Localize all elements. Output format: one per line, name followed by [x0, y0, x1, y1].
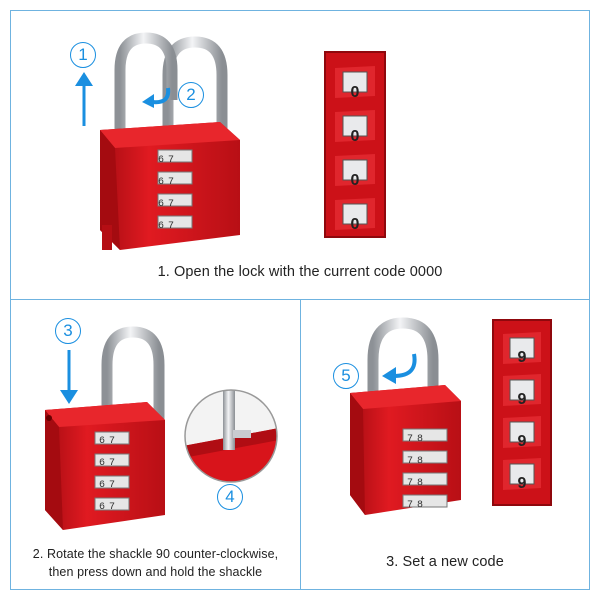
shackle-closeup-inset	[184, 389, 278, 483]
padlock-new-code	[350, 317, 461, 515]
rotate-arrow-icon	[142, 87, 171, 108]
step3-caption: 3. Set a new code	[386, 554, 504, 570]
dial-closeup-digits-panel1: 0 0 0 0	[350, 84, 360, 233]
step-marker-5: 5	[333, 363, 359, 389]
step-marker-1: 1	[70, 42, 96, 68]
arrow-down-icon	[60, 350, 78, 404]
dial-digits-panel3: 78 78 78 78	[407, 434, 428, 511]
curved-arrow-icon	[382, 353, 417, 384]
arrow-up-icon	[75, 72, 93, 126]
step2-caption: 2. Rotate the shackle 90 counter-clockwi…	[32, 547, 279, 579]
dial-closeup-panel3	[492, 319, 552, 506]
padlock-open	[100, 32, 240, 250]
step-marker-4: 4	[217, 484, 243, 510]
padlock-pressed	[45, 326, 165, 530]
dial-closeup-digits-panel3: 9 9 9 9	[517, 349, 527, 492]
dial-digits-panel1: 67 67 67 67	[158, 155, 179, 232]
step-marker-2: 2	[178, 82, 204, 108]
dial-closeup-panel1	[324, 51, 386, 238]
step-marker-3: 3	[55, 318, 81, 344]
dial-digits-panel2: 67 67 67 67	[99, 436, 120, 513]
step1-caption: 1. Open the lock with the current code 0…	[157, 264, 443, 280]
